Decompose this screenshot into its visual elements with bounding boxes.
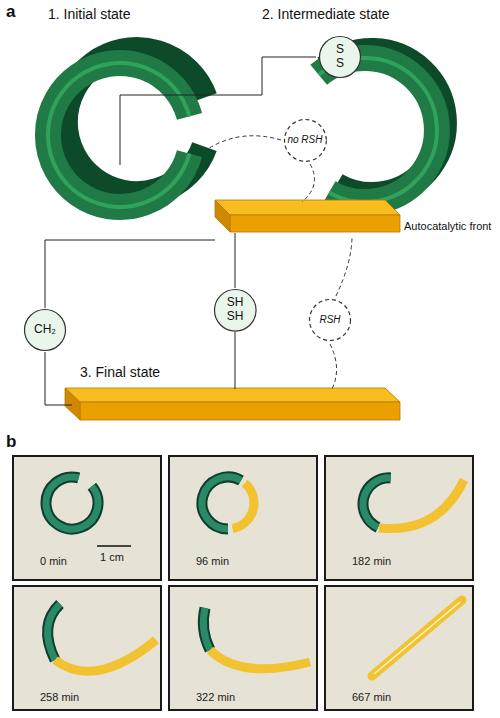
- ring-edge: [48, 63, 190, 207]
- slab-front: [230, 215, 400, 232]
- state-label: Autocatalytic front: [404, 220, 491, 232]
- circle-shape: [320, 37, 361, 78]
- reagent-bubble: no RSH: [283, 118, 328, 163]
- gel-yellow: [55, 640, 156, 671]
- chemical-group: S S: [334, 43, 346, 71]
- state-label: 2. Intermediate state: [262, 6, 390, 22]
- gel-yellow: [372, 600, 462, 676]
- dashed-leaders: [206, 136, 352, 389]
- state-label: 3. Final state: [80, 364, 160, 380]
- photo-frame: 322 min: [168, 585, 318, 711]
- ring-edge: [319, 58, 437, 202]
- slab-top: [215, 200, 400, 215]
- circle-shape: [284, 119, 326, 161]
- gel-highlight: [374, 602, 460, 674]
- gel-green: [203, 608, 210, 650]
- gel-green: [202, 477, 241, 529]
- chemical-group: SH SH: [223, 296, 247, 324]
- time-stamp: 182 min: [352, 555, 391, 567]
- gel-green: [202, 477, 241, 529]
- time-stamp: 96 min: [196, 555, 229, 567]
- state-label: 1. Initial state: [48, 6, 131, 22]
- gel-green: [363, 478, 391, 528]
- bond-circle: CH₂: [23, 308, 67, 352]
- photo-frame: 667 min: [324, 585, 474, 711]
- photo-frame: 182 min: [324, 455, 474, 581]
- reagent-bubble: RSH: [308, 298, 352, 342]
- chemical-group: RSH: [319, 314, 340, 326]
- scale-bar: [97, 545, 131, 547]
- gel-green: [203, 608, 210, 650]
- slab-end: [65, 388, 80, 420]
- slab-end: [215, 200, 230, 232]
- gel-yellow: [379, 480, 464, 529]
- circle-shape: [310, 300, 351, 341]
- circle-shape: [214, 289, 256, 331]
- gel-green: [46, 477, 98, 529]
- chemical-group: no RSH: [287, 134, 322, 146]
- photo-frame: 96 min: [168, 455, 318, 581]
- panel-letter: b: [6, 432, 16, 452]
- time-stamp: 667 min: [352, 691, 391, 703]
- photo-grounds: [12, 455, 474, 711]
- ring-front: [48, 63, 190, 207]
- time-stamp: 0 min: [40, 555, 67, 567]
- slab-front: [80, 402, 400, 420]
- gel-green: [363, 478, 391, 528]
- gel-green: [48, 604, 60, 660]
- time-stamp: 258 min: [40, 691, 79, 703]
- photo-frame: 0 min 1 cm: [12, 455, 162, 581]
- gel-green: [46, 477, 98, 529]
- photo-frame: 258 min: [12, 585, 162, 711]
- bond-circle: S S: [318, 35, 362, 79]
- ring-front: [319, 58, 437, 202]
- panel-letter: a: [6, 2, 15, 22]
- bond-circle: SH SH: [213, 288, 258, 333]
- gel-yellow: [233, 483, 254, 528]
- time-stamp: 322 min: [196, 691, 235, 703]
- gel-green: [48, 604, 60, 660]
- gel-yellow: [210, 650, 310, 669]
- leader-lines: [45, 57, 316, 405]
- chemical-group: CH₂: [34, 323, 56, 337]
- slab-top: [65, 388, 400, 402]
- circle-shape: [25, 310, 66, 351]
- scale-label: 1 cm: [100, 551, 124, 563]
